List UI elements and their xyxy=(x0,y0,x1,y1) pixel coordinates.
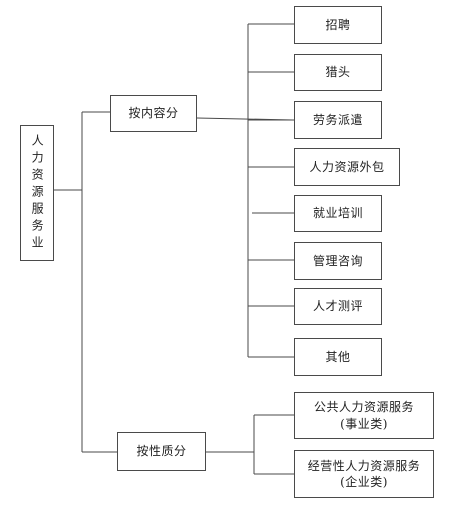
leaf-label: 招聘 xyxy=(325,17,351,32)
leaf-node-recruitment: 招聘 xyxy=(294,6,382,44)
leaf-node-commercial-hr-service: 经营性人力资源服务 (企业类) xyxy=(294,450,434,498)
root-node: 人力资源服务业 xyxy=(20,125,54,261)
leaf-node-public-hr-service: 公共人力资源服务 (事业类) xyxy=(294,392,434,439)
leaf-label: 劳务派遣 xyxy=(312,112,363,127)
leaf-node-employment-training: 就业培训 xyxy=(294,195,382,232)
leaf-label-line1: 经营性人力资源服务 xyxy=(307,458,421,473)
branch-by-content-label: 按内容分 xyxy=(128,106,179,121)
leaf-label-line2: (事业类) xyxy=(340,416,388,431)
root-label: 人力资源服务业 xyxy=(30,133,45,253)
leaf-node-labor-dispatch: 劳务派遣 xyxy=(294,101,382,139)
leaf-label: 就业培训 xyxy=(312,206,363,221)
leaf-label: 人才测评 xyxy=(312,299,363,314)
leaf-label-line2: (企业类) xyxy=(340,475,388,489)
branch-by-nature-label: 按性质分 xyxy=(136,444,187,459)
leaf-label: 猎头 xyxy=(325,65,351,80)
leaf-node-other: 其他 xyxy=(294,338,382,376)
leaf-label: 其他 xyxy=(325,349,351,364)
leaf-node-talent-assessment: 人才测评 xyxy=(294,288,382,325)
leaf-node-management-consulting: 管理咨询 xyxy=(294,242,382,280)
leaf-label-line1: 公共人力资源服务 xyxy=(313,400,414,415)
leaf-label: 人力资源外包 xyxy=(309,159,385,174)
branch-by-nature: 按性质分 xyxy=(117,432,206,471)
leaf-label: 管理咨询 xyxy=(312,253,363,268)
leaf-node-hr-outsourcing: 人力资源外包 xyxy=(294,148,400,186)
branch-by-content: 按内容分 xyxy=(110,95,197,132)
leaf-node-headhunting: 猎头 xyxy=(294,54,382,91)
